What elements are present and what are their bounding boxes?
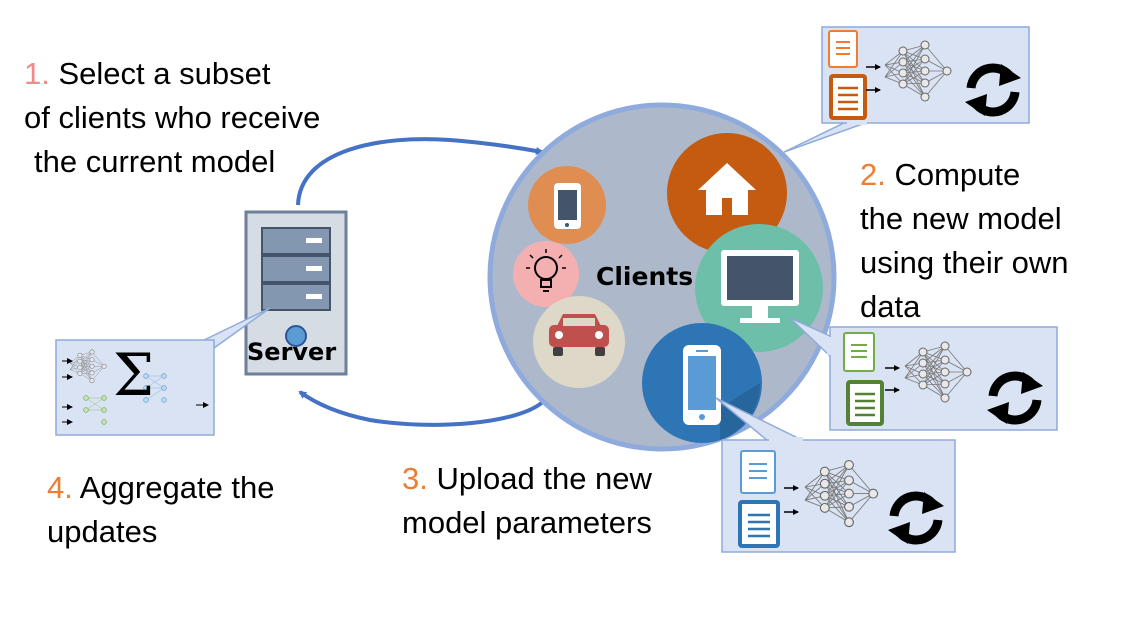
step-2-number: 2. [860, 157, 886, 192]
step-4-number: 4. [47, 470, 73, 505]
sigma-icon: Σ [113, 341, 155, 409]
clients-label: Clients [596, 262, 694, 291]
document-icon [846, 380, 884, 426]
step-2-line-3: using their own [860, 245, 1069, 280]
home-client-icon [667, 133, 787, 253]
upload-arrow [298, 390, 547, 427]
mobile-client-icon [642, 323, 762, 443]
step-1-line-2: of clients who receive [24, 100, 321, 135]
select-clients-arrow [296, 137, 544, 206]
step-2-line-1: Compute [894, 157, 1021, 192]
mobile-training-callout [715, 397, 956, 553]
server-icon [244, 210, 348, 376]
step-1-line-1: Select a subset [58, 56, 271, 91]
phone-client-icon [528, 166, 606, 244]
aggregation-callout [55, 307, 271, 436]
step-3-number: 3. [402, 461, 428, 496]
step-2-line-4: data [860, 289, 921, 324]
step-4-text: 4. Aggregate the updates [47, 466, 275, 554]
document-icon [843, 332, 875, 372]
step-3-line-2: model parameters [402, 505, 652, 540]
server-label: Server [247, 338, 337, 366]
step-2-line-2: the new model [860, 201, 1062, 236]
lightbulb-client-icon [513, 241, 579, 307]
document-icon [740, 450, 776, 494]
step-1-number: 1. [24, 56, 50, 91]
step-1-line-3: the current model [34, 144, 276, 179]
step-4-line-2: updates [47, 514, 158, 549]
document-icon [829, 74, 867, 120]
document-icon [738, 500, 780, 548]
desktop-training-callout [789, 317, 1058, 431]
step-3-text: 3. Upload the new model parameters [402, 457, 652, 545]
step-4-line-1: Aggregate the [79, 470, 275, 505]
desktop-client-icon [695, 224, 823, 352]
step-1-text: 1. Select a subset of clients who receiv… [24, 52, 320, 184]
step-2-text: 2. Compute the new model using their own… [860, 153, 1069, 329]
car-client-icon [533, 296, 625, 388]
home-training-callout [783, 26, 1030, 153]
step-3-line-1: Upload the new [436, 461, 652, 496]
document-icon [828, 30, 858, 68]
